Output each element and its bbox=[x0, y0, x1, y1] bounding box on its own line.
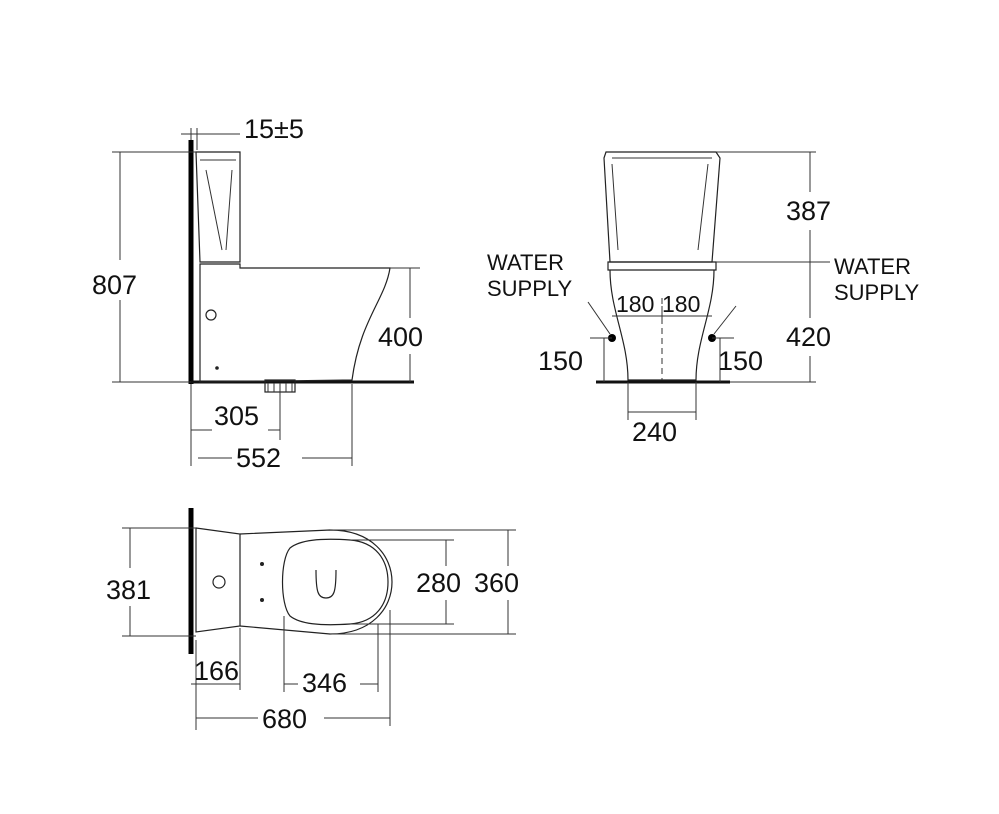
dim-label-lower: 420 bbox=[786, 322, 831, 352]
water-supply-right-line1: WATER bbox=[834, 254, 911, 279]
dim-label-clearance: 15±5 bbox=[244, 114, 304, 144]
dim-label-offset-right: 180 bbox=[662, 291, 700, 317]
leader-right bbox=[713, 305, 737, 335]
cistern-front-detail bbox=[611, 157, 712, 251]
cistern-outline bbox=[195, 151, 241, 263]
bowl-hole bbox=[205, 309, 217, 321]
side-view: 15±5 807 400 305 552 bbox=[92, 114, 423, 473]
dim-label-outlet: 305 bbox=[214, 401, 259, 431]
seat-top bbox=[281, 538, 389, 626]
seat-front bbox=[607, 261, 717, 271]
bowl-top bbox=[239, 529, 393, 635]
water-supply-left-line2: SUPPLY bbox=[487, 276, 573, 301]
dim-label-width: 360 bbox=[474, 568, 519, 598]
outlet-hatch bbox=[267, 383, 293, 392]
dim-label-tank-depth: 166 bbox=[194, 656, 239, 686]
dim-label-height: 807 bbox=[92, 270, 137, 300]
front-view: 387 420 WATER SUPPLY WATER SUPPLY 180 18… bbox=[487, 151, 920, 447]
cistern-top bbox=[195, 527, 241, 633]
dim-label-total: 680 bbox=[262, 704, 307, 734]
dim-label-depth: 381 bbox=[106, 575, 151, 605]
flush-button bbox=[212, 575, 226, 589]
cistern-detail bbox=[200, 159, 236, 251]
dim-label-seat: 400 bbox=[378, 322, 423, 352]
bowl-dot bbox=[215, 366, 219, 370]
dim-label-bowl: 346 bbox=[302, 668, 347, 698]
seat-hinge bbox=[315, 569, 337, 599]
leader-left bbox=[587, 301, 611, 335]
water-supply-right-line2: SUPPLY bbox=[834, 280, 920, 305]
dim-label-seat-width: 280 bbox=[416, 568, 461, 598]
bowl-outline bbox=[199, 263, 391, 383]
dim-label-supply-right: 150 bbox=[718, 346, 763, 376]
dim-label-offset-left: 180 bbox=[616, 291, 654, 317]
water-supply-left-line1: WATER bbox=[487, 250, 564, 275]
top-view: 381 280 360 166 346 680 bbox=[106, 508, 519, 734]
dim-label-tank: 387 bbox=[786, 196, 831, 226]
dim-label-base: 240 bbox=[632, 417, 677, 447]
dim-label-supply-left: 150 bbox=[538, 346, 583, 376]
dim-label-length: 552 bbox=[236, 443, 281, 473]
